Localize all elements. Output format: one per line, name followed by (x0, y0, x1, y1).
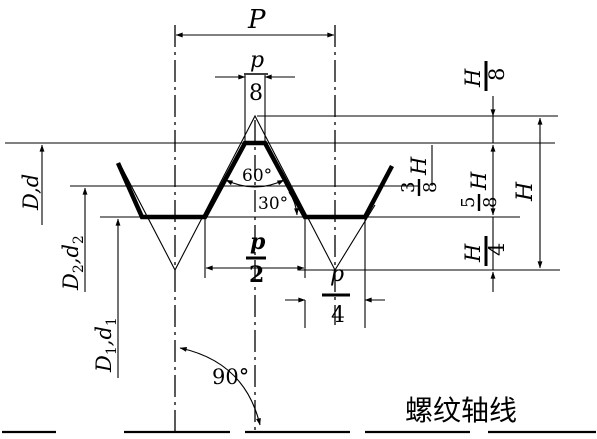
total-h-label: H (513, 181, 538, 202)
angle-30-label: 30° (258, 194, 288, 214)
angle-60-arc (225, 179, 285, 188)
svg-text:D,d: D,d (19, 174, 43, 211)
five-eighths-h-label: 5 8 H (458, 171, 501, 211)
crest-fraction-denominator: 8 (249, 81, 263, 106)
angle-90-arc (179, 347, 261, 426)
thread-profile (115, 140, 394, 220)
root-dimension (285, 219, 385, 328)
svg-text:8: 8 (420, 182, 441, 193)
root-fraction-numerator: p (330, 262, 344, 287)
fundamental-triangle (121, 114, 376, 272)
angle-90-label: 90° (212, 365, 249, 389)
svg-text:4: 4 (485, 243, 509, 256)
thread-axis-label: 螺纹轴线 (405, 394, 517, 427)
crest-dimension (215, 74, 295, 143)
angle-30-arc (288, 191, 299, 216)
crest-fraction-numerator: p (250, 48, 264, 73)
root-fraction-denominator: 4 (331, 303, 345, 328)
half-pitch-numerator: p (250, 229, 266, 255)
svg-text:8: 8 (485, 68, 509, 81)
three-eighths-h-label: 3 8 H (398, 156, 441, 196)
major-diameter-label: D,d (19, 174, 43, 211)
svg-text:H: H (461, 243, 485, 263)
half-pitch-denominator: 2 (249, 262, 264, 288)
pitch-diameter-label: D2,d2 (59, 235, 87, 291)
svg-text:3: 3 (398, 182, 419, 193)
minor-diameter-label: D1,d1 (92, 317, 120, 373)
svg-text:H: H (461, 68, 485, 88)
svg-text:5: 5 (458, 197, 479, 208)
angle-60-label: 60° (242, 166, 272, 186)
svg-text:H: H (513, 181, 538, 202)
svg-text:H: H (407, 156, 431, 176)
svg-text:H: H (467, 171, 491, 191)
svg-text:D2,d2: D2,d2 (59, 235, 87, 291)
svg-text:D1,d1: D1,d1 (92, 317, 120, 373)
h-over-4-label: H 4 (461, 236, 509, 266)
svg-text:8: 8 (480, 197, 501, 208)
h-over-8-label: H 8 (461, 61, 509, 91)
half-pitch-dimension (204, 219, 306, 278)
pitch-label: P (247, 5, 266, 35)
